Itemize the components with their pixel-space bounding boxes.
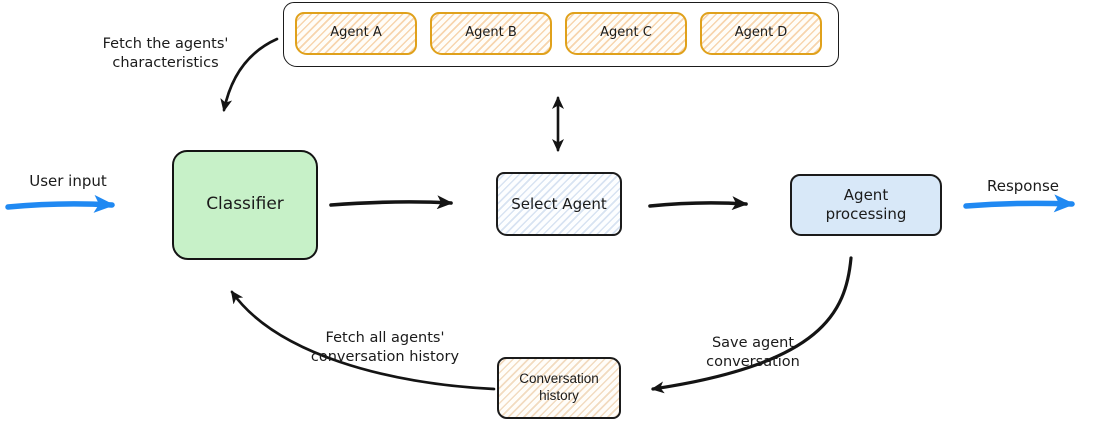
agent-processing-label: Agent processing [825, 186, 907, 223]
response-label: Response [986, 177, 1060, 195]
conversation-history-label: Conversation history [519, 371, 599, 403]
agent-a-node: Agent A [295, 12, 417, 55]
select-to-processing-arrow [648, 196, 748, 211]
agent-processing-node: Agent processing [790, 174, 942, 236]
save-conversation-label: Save agent conversation [706, 335, 800, 370]
user-input-arrow [5, 194, 115, 213]
agent-c-node: Agent C [565, 12, 687, 55]
fetch-characteristics-label: Fetch the agents' characteristics [102, 36, 229, 71]
agent-b-node: Agent B [430, 12, 552, 55]
fetch-history-label: Fetch all agents' conversation history [310, 330, 460, 365]
save-conversation-arrow [651, 256, 853, 394]
agent-d-label: Agent D [734, 25, 788, 41]
user-input-label: User input [29, 172, 107, 190]
response-arrow [963, 194, 1075, 213]
select-agent-label: Select Agent [511, 194, 607, 213]
classifier-node: Classifier [172, 150, 318, 260]
select-agent-node: Select Agent [496, 172, 622, 236]
fetch-characteristics-arrow [220, 37, 279, 112]
agent-c-label: Agent C [600, 25, 652, 41]
agent-d-node: Agent D [700, 12, 822, 55]
classifier-label: Classifier [206, 194, 284, 215]
classifier-to-select-arrow [329, 195, 453, 210]
agent-b-label: Agent B [465, 25, 517, 41]
fetch-history-arrow [230, 290, 496, 391]
conversation-history-node: Conversation history [497, 357, 621, 419]
agent-a-label: Agent A [330, 25, 382, 41]
